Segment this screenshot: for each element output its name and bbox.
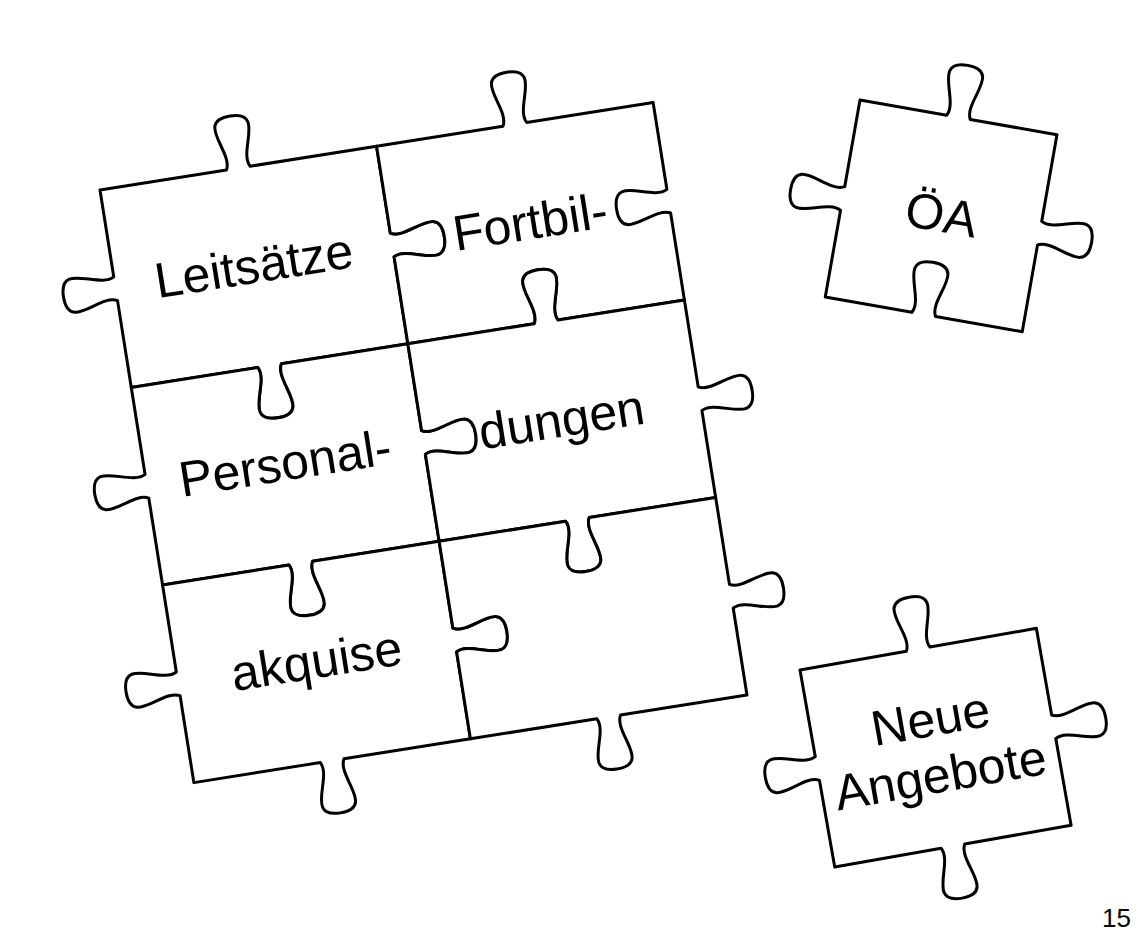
piece-label: ÖA (901, 181, 982, 250)
puzzle-cluster: LeitsätzeFortbil-dungenPersonal-akquise (100, 102, 747, 782)
puzzle-piece (439, 489, 807, 791)
puzzle-illustration (100, 102, 747, 782)
puzzle-piece (773, 39, 1118, 341)
puzzle-piece-text: ÖA (901, 181, 982, 250)
puzzle-piece-group: Neue Angebote (800, 628, 1071, 867)
puzzle-piece (368, 50, 684, 343)
page-number: 15 (1102, 903, 1131, 934)
puzzle-piece-group: ÖA (825, 100, 1057, 332)
puzzle-piece (739, 567, 1132, 928)
